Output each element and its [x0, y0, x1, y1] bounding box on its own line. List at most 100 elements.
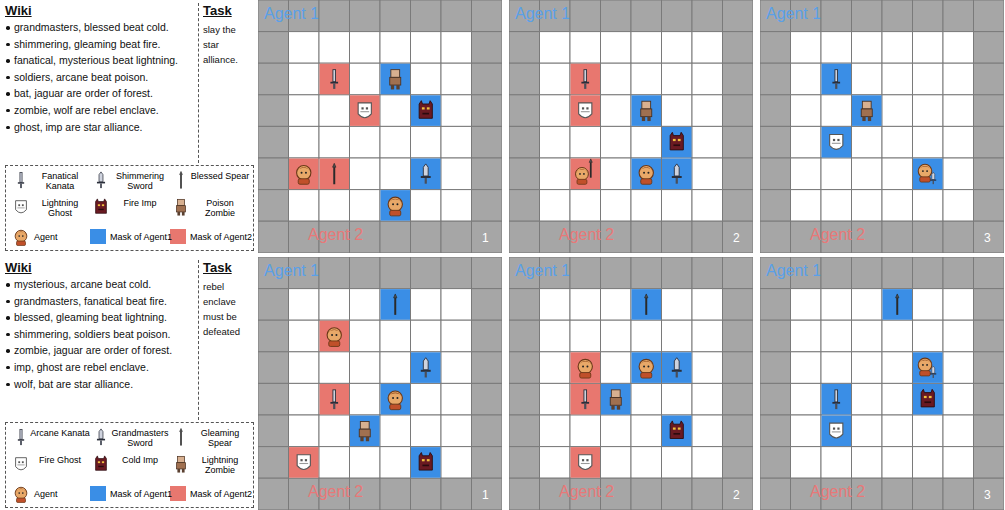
imp-icon — [921, 389, 934, 407]
bullet-dot — [6, 126, 10, 130]
agent-part — [922, 364, 924, 366]
wall-cell — [723, 63, 754, 95]
sword-icon — [672, 164, 682, 184]
wall-cell — [509, 447, 540, 479]
floor-cell — [882, 352, 913, 384]
floor-cell — [631, 289, 662, 321]
wall-cell — [913, 0, 944, 32]
floor-cell — [380, 383, 411, 415]
floor-cell — [411, 415, 442, 447]
legend-icon — [12, 228, 30, 246]
mask-cell — [822, 384, 852, 415]
wiki-rule-text: grandmasters, fanatical beat fire. — [14, 295, 167, 307]
agent-icon — [576, 167, 589, 184]
floor-cell — [441, 383, 472, 415]
floor-cell — [380, 415, 411, 447]
agent-part — [920, 177, 930, 182]
wall-cell — [411, 478, 442, 510]
floor-cell — [319, 32, 350, 64]
floor-cell — [943, 383, 974, 415]
spear-part — [394, 294, 397, 298]
floor-cell — [852, 289, 883, 321]
floor-cell — [882, 126, 913, 158]
wiki-rule-text: bat, jaguar are order of forest. — [14, 87, 153, 99]
katana-part — [584, 83, 586, 89]
spear-part — [645, 294, 648, 298]
wall-cell — [258, 190, 289, 222]
ghost-icon — [830, 135, 843, 150]
zombie-part — [611, 405, 614, 409]
ghost-part — [16, 458, 27, 470]
zombie-part — [182, 469, 185, 473]
floor-cell — [540, 289, 571, 321]
wall-cell — [350, 257, 381, 289]
wall-cell — [974, 320, 1005, 352]
imp-part — [427, 107, 430, 109]
floor-cell — [319, 320, 350, 352]
wall-cell — [882, 221, 913, 253]
floor-cell — [852, 158, 883, 190]
mask-cell — [381, 289, 411, 320]
spear-part — [180, 171, 183, 174]
floor-cell — [441, 320, 472, 352]
step-number: 3 — [984, 488, 991, 502]
imp-part — [96, 199, 107, 213]
mask-cell — [822, 416, 852, 447]
wall-cell — [258, 415, 289, 447]
ghost-icon — [579, 455, 592, 470]
legend-text: Shimmering Sword — [110, 171, 170, 191]
wiki-rule: blessed, gleaming beat lightning. — [5, 309, 197, 326]
agent-part — [579, 173, 581, 175]
sword-part — [97, 182, 105, 184]
ghost-part — [16, 201, 27, 213]
legend-icon — [92, 428, 110, 446]
floor-cell — [631, 320, 662, 352]
grid-board — [258, 257, 502, 510]
mask-cell — [632, 352, 662, 383]
zombie-part — [360, 421, 369, 429]
floor-cell — [601, 289, 632, 321]
floor-cell — [662, 383, 693, 415]
floor-cell — [852, 32, 883, 64]
legend-text: Agent — [34, 232, 84, 242]
ghost-part — [837, 428, 839, 430]
ghost-part — [579, 455, 592, 470]
floor-cell — [791, 158, 822, 190]
zombie-icon — [861, 101, 872, 121]
wall-cell — [258, 478, 289, 510]
spear-part — [590, 162, 592, 177]
wall-cell — [723, 478, 754, 510]
floor-cell — [692, 190, 723, 222]
wall-cell — [441, 221, 472, 253]
legend-icon — [172, 455, 190, 473]
ghost-part — [832, 143, 841, 144]
wall-cell — [723, 257, 754, 289]
floor-cell — [319, 63, 350, 95]
grid-board — [258, 0, 502, 253]
ghost-icon — [297, 455, 310, 470]
agent-icon — [918, 164, 932, 182]
agent1-label: Agent 1 — [766, 262, 821, 280]
floor-cell — [289, 415, 320, 447]
floor-cell — [821, 95, 852, 127]
ghost-part — [581, 111, 590, 112]
ghost-part — [582, 459, 584, 461]
katana-part — [20, 172, 22, 182]
wiki-heading: Wiki — [5, 260, 197, 276]
ghost-part — [586, 459, 588, 461]
floor-cell — [411, 352, 442, 384]
wall-cell — [441, 257, 472, 289]
floor-cell — [350, 63, 381, 95]
agent-part — [22, 492, 24, 494]
wall-cell — [472, 352, 503, 384]
mask-cell — [632, 95, 662, 126]
wall-cell — [472, 447, 503, 479]
wall-cell — [974, 0, 1005, 32]
wiki-rule-text: zombie, wolf are rebel enclave. — [14, 104, 159, 116]
floor-cell — [570, 320, 601, 352]
zombie-part — [177, 463, 186, 469]
imp-part — [422, 465, 429, 467]
mask-cell — [883, 289, 913, 320]
floor-cell — [692, 383, 723, 415]
wall-cell — [380, 478, 411, 510]
